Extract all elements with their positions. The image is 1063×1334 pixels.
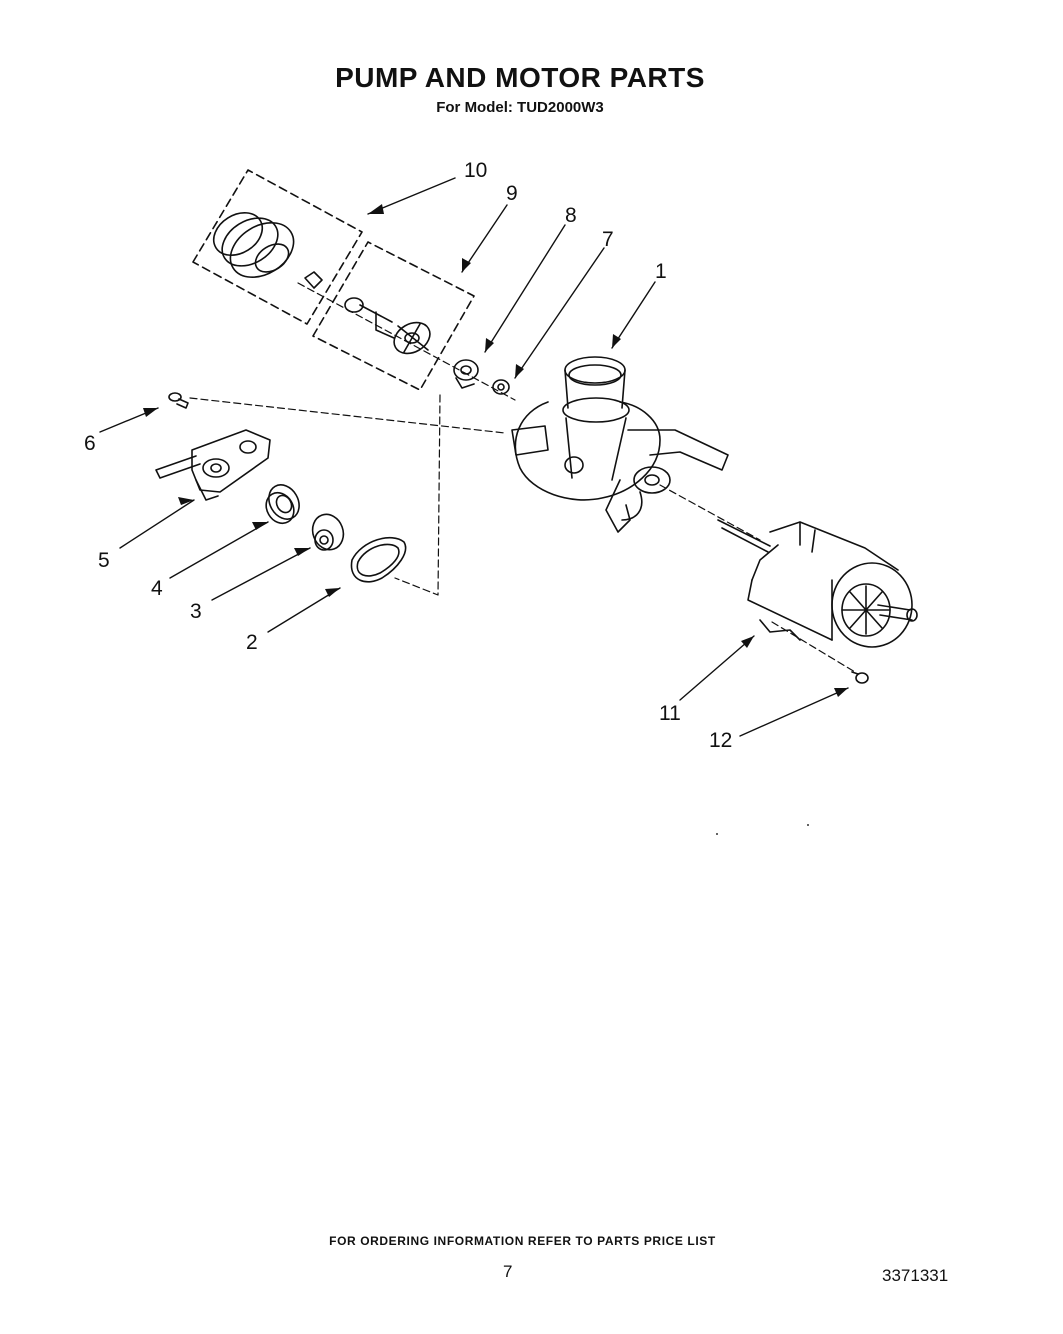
page-title: PUMP AND MOTOR PARTS <box>335 62 705 93</box>
scan-specks <box>716 824 809 835</box>
callout-9: 9 <box>506 182 518 205</box>
callout-4: 4 <box>151 577 163 600</box>
callout-2: 2 <box>246 631 258 654</box>
callout-10: 10 <box>464 159 487 182</box>
part-5-pump-cover <box>155 429 271 501</box>
group-box-10 <box>192 169 363 325</box>
page-number: 7 <box>503 1262 513 1281</box>
part-3-grommet <box>311 513 345 551</box>
document-number: 3371331 <box>882 1266 949 1285</box>
group-box-9 <box>312 241 475 391</box>
callout-5: 5 <box>98 549 110 572</box>
part-7-washer <box>492 379 510 395</box>
callout-12: 12 <box>709 729 732 752</box>
part-12-screw <box>851 671 869 684</box>
leader-arrows <box>99 177 849 737</box>
callout-labels: 10 9 8 7 1 6 5 4 3 2 11 12 <box>84 159 732 752</box>
part-8-seal <box>453 359 479 389</box>
model-subtitle: For Model: TUD2000W3 <box>436 99 604 116</box>
part-10-seal-ring <box>212 211 323 289</box>
ordering-note: FOR ORDERING INFORMATION REFER TO PARTS … <box>329 1234 716 1248</box>
callout-11: 11 <box>659 702 681 725</box>
callout-7: 7 <box>602 228 614 251</box>
part-1-pump-housing <box>511 356 729 533</box>
callout-8: 8 <box>565 204 577 227</box>
part-11-motor <box>717 519 918 648</box>
arrow-heads <box>143 204 848 697</box>
part-9-impeller <box>344 297 431 355</box>
part-4-ring <box>265 484 300 525</box>
callout-3: 3 <box>190 600 202 623</box>
part-2-gasket <box>350 536 407 583</box>
assembly-line-left <box>189 397 506 434</box>
assembly-line-screw-12 <box>771 621 856 673</box>
assembly-line-motor <box>659 484 761 541</box>
callout-1: 1 <box>655 260 667 283</box>
callout-6: 6 <box>84 432 96 455</box>
part-6-screw <box>168 392 189 409</box>
assembly-line-drop <box>394 394 441 596</box>
